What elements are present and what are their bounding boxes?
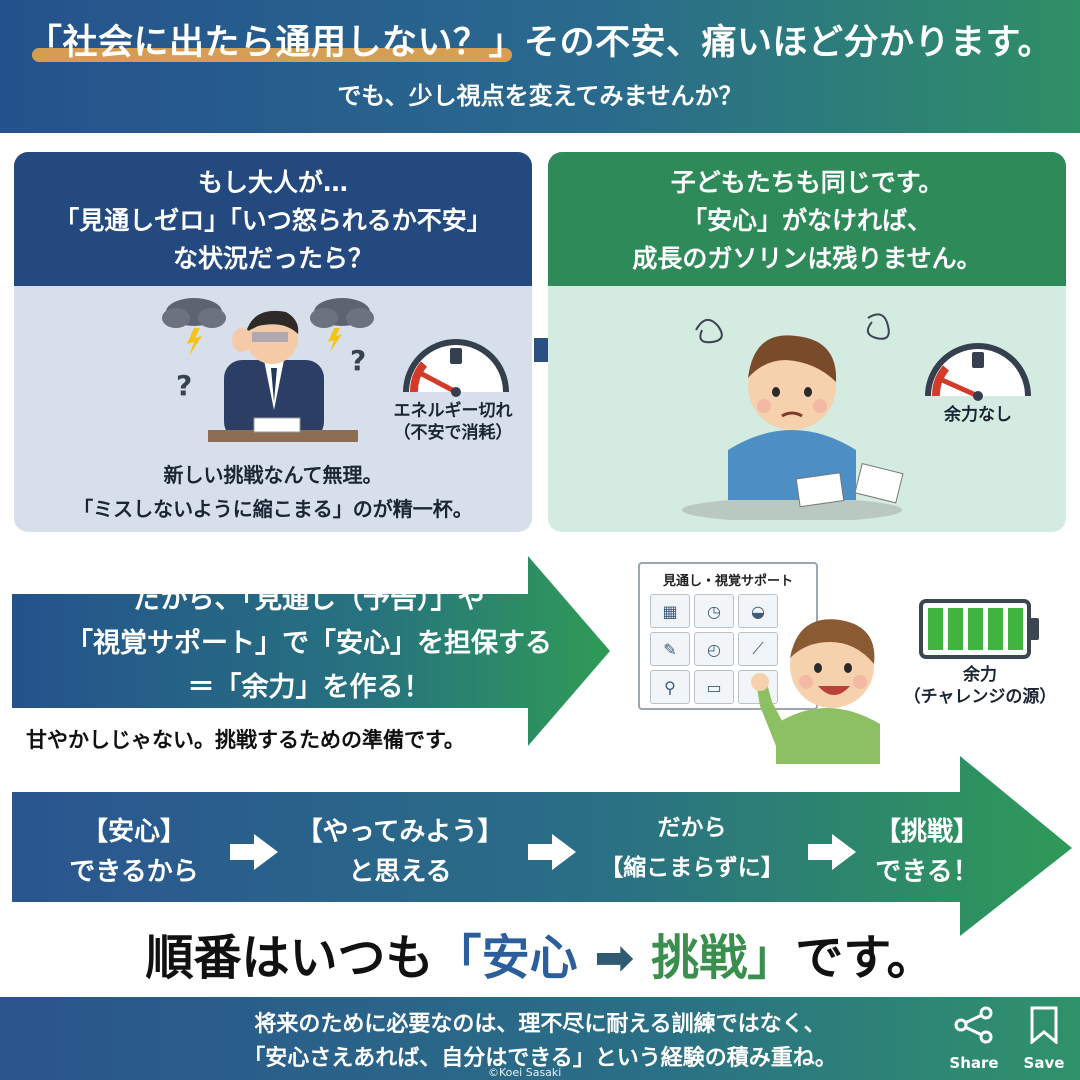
calendar-icon: ▦ [650,594,690,628]
battery-cell [1008,608,1023,650]
order-challenge-word: 挑戦 [651,930,748,986]
question-mark-icon: ? [176,369,192,402]
step-line: できる！ [875,857,979,887]
reserve-energy-label: 余力 （チャレンジの源） [900,664,1060,708]
solution-line: ＝「余力」を作る！ [187,672,431,703]
child-scenario-panel: 子どもたちも同じです。 「安心」がなければ、 成長のガソリンは残りません。 余力… [548,152,1066,532]
bottom-banner [0,997,1080,1080]
broom-icon: ✎ [650,632,690,666]
order-close-bracket: 」 [747,930,796,986]
step-no-shrink: だから 【縮こまらずに】 [580,808,804,888]
heading-line: 「安心」がなければ、 [681,206,932,235]
step-line: 【挑戦】 [874,817,979,847]
bookmark-icon [1030,1006,1058,1046]
heading-line: 子どもたちも同じです。 [670,168,944,197]
top-banner: 「社会に出たら通用しない？」その不安、痛いほど分かります。 でも、少し視点を変え… [0,0,1080,133]
stressed-adult-illustration: ? ? [162,298,374,442]
share-button[interactable]: Share [944,1006,1004,1072]
solution-line: 「視覚サポート」で「安心」を担保する [66,628,552,659]
step-line: 【縮こまらずに】 [600,855,784,881]
closing-line: 将来のために必要なのは、理不尽に耐える訓練ではなく、 [254,1012,826,1037]
magnifier-icon: ⚲ [650,670,690,704]
page-title: 「社会に出たら通用しない？」その不安、痛いほど分かります。 [26,23,1053,63]
worried-child-illustration [682,313,904,520]
gauge-label-line: エネルギー切れ [393,401,513,421]
order-suffix: です。 [795,930,935,986]
step-line: だから [657,815,727,841]
author-credit: ©Koei Sasaki [488,1066,562,1079]
order-open-bracket: 「 [433,930,482,986]
step-line: 【やってみよう】 [296,817,504,847]
battery-cell [948,608,963,650]
closing-message: 将来のために必要なのは、理不尽に耐える訓練ではなく、 「安心さえあれば、自分はで… [0,1008,1080,1076]
save-button[interactable]: Save [1014,1006,1074,1072]
title-highlight [32,48,512,62]
caption-line: 新しい挑戦なんて無理。 [163,463,383,487]
storm-cloud-icon [162,298,226,356]
heading-line: 「見通しゼロ」「いつ怒られるか不安」 [54,206,492,235]
happy-child-illustration [751,619,880,764]
step-challenge: 【挑戦】 できる！ [852,812,1002,892]
solution-message: だから、「見通し（予告）」や 「視覚サポート」で「安心」を担保する ＝「余力」を… [14,578,604,710]
heading-line: 成長のガソリンは残りません。 [632,244,982,273]
clock-calendar-icon: ◷ [694,594,734,628]
order-safety-word: 安心 [481,930,578,986]
solution-note: 甘やかしじゃない。挑戦するための準備です。 [26,728,465,752]
step-line: 【安心】 [81,817,186,847]
closing-line: 「安心さえあれば、自分はできる」という経験の積み重ね。 [243,1046,837,1071]
battery-label-line: （チャレンジの源） [903,687,1057,707]
save-label: Save [1023,1054,1065,1072]
solution-line: だから、「見通し（予告）」や [133,584,485,615]
share-label: Share [949,1054,999,1072]
battery-label-line: 余力 [963,665,997,685]
adult-scenario-panel: もし大人が… 「見通しゼロ」「いつ怒られるか不安」 な状況だったら？ ? ? [14,152,532,532]
caption-line: 「ミスしないように縮こまる」のが精一杯。 [73,497,473,521]
order-statement: 順番はいつも「安心 ➡ 挑戦」です。 [0,918,1080,988]
page-subtitle: でも、少し視点を変えてみませんか？ [337,82,743,110]
empty-fuel-gauge-icon [925,343,1031,401]
toothbrush-icon: ⟋ [738,632,778,666]
child-scenario-heading: 子どもたちも同じです。 「安心」がなければ、 成長のガソリンは残りません。 [548,152,1066,286]
full-battery-icon [919,599,1039,659]
share-icon [954,1006,993,1044]
order-prefix: 順番はいつも [145,930,434,986]
step-arrow-icon [230,834,278,870]
order-arrow-icon: ➡ [594,930,635,986]
bus-icon: ▭ [694,670,734,704]
step-arrow-icon [808,834,856,870]
solution-arrow [12,556,610,746]
visual-support-grid: ▦◷◒ ✎◴⟋ ⚲▭ [650,594,778,704]
scribble-icon [695,313,890,344]
heading-line: もし大人が… [197,168,348,197]
gauge-label-line: （不安で消耗） [393,423,513,443]
adult-scenario-caption: 新しい挑戦なんて無理。 「ミスしないように縮こまる」のが精一杯。 [14,458,532,526]
question-mark-icon: ? [350,344,366,377]
empty-energy-gauge-icon [403,339,509,397]
step-line: と思える [348,857,452,887]
visual-support-title: 見通し・視覚サポート [662,574,793,589]
car-icon: ◒ [738,594,778,628]
heading-line: な状況だったら？ [172,244,373,273]
battery-cell [968,608,983,650]
storm-cloud-icon [310,298,374,352]
step-line: できるから [69,857,199,887]
energy-gauge-label: エネルギー切れ （不安で消耗） [374,400,532,444]
clock-icon: ◴ [694,632,734,666]
battery-cell [928,608,943,650]
remaining-energy-label: 余力なし [944,405,1012,425]
visual-support-card: 見通し・視覚サポート ▦◷◒ ✎◴⟋ ⚲▭ [638,562,818,710]
step-arrow-icon [528,834,576,870]
adult-scenario-heading: もし大人が… 「見通しゼロ」「いつ怒られるか不安」 な状況だったら？ [14,152,532,286]
step-safety: 【安心】 できるから [44,812,224,892]
step-try: 【やってみよう】 と思える [280,812,520,892]
battery-cell [988,608,1003,650]
